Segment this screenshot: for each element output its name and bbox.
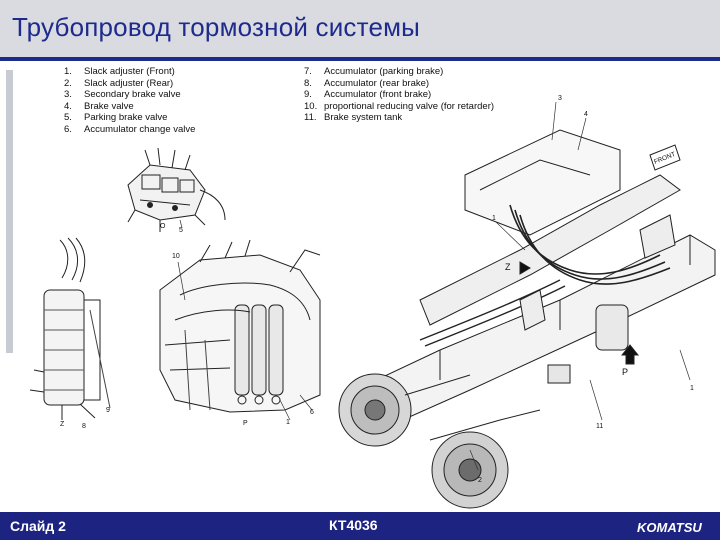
legend-label: Parking brake valve <box>84 112 168 124</box>
left-accent-bar <box>6 70 13 353</box>
legend-item: 3. Secondary brake valve <box>64 89 195 101</box>
legend-number: 3. <box>64 89 72 101</box>
legend-item: 9. Accumulator (front brake) <box>304 89 494 101</box>
title-divider <box>0 57 720 61</box>
callout-leaders <box>177 101 691 471</box>
callout-label: 8 <box>82 423 86 430</box>
course-code: КТ4036 <box>329 517 378 533</box>
legend-number: 6. <box>64 123 72 135</box>
legend-number: 1. <box>64 66 72 77</box>
callout-label: 1 <box>690 385 694 392</box>
callout-label: 5 <box>179 227 183 234</box>
legend-label: proportional reducing valve (for retarde… <box>324 100 495 112</box>
title-bar <box>0 0 720 60</box>
legend-label: Brake valve <box>84 100 134 112</box>
slide-number: Слайд 2 <box>10 518 66 534</box>
legend-label: Slack adjuster (Rear) <box>84 77 174 89</box>
legend-item: 8. Accumulator (rear brake) <box>304 78 494 90</box>
legend-item: 10. proportional reducing valve (for reta… <box>304 101 494 113</box>
legend-label: Slack adjuster (Front) <box>84 66 175 77</box>
legend-item: 6. Accumulator change valve <box>64 124 195 136</box>
callout-label: P <box>622 367 628 377</box>
callout-label: Z <box>60 421 65 428</box>
komatsu-logo-text: KOMATSU <box>637 520 702 535</box>
legend-number: 10. <box>304 100 318 112</box>
legend-label: Accumulator (front brake) <box>324 89 432 101</box>
legend-number: 8. <box>304 77 312 89</box>
callout-label: Z <box>505 262 511 272</box>
legend-number: 4. <box>64 100 72 112</box>
legend-label: Secondary brake valve <box>84 89 181 101</box>
valve-detail-drawing <box>127 147 226 232</box>
legend-item: 1. Slack adjuster (Front) <box>64 66 195 78</box>
callout-label: P <box>243 420 248 427</box>
legend-left: 1. Slack adjuster (Front) 2. Slack adjuste… <box>64 66 195 136</box>
legend-number: 5. <box>64 112 72 124</box>
callout-label: 9 <box>106 407 110 414</box>
footer-bar <box>0 512 720 540</box>
callout-label: O <box>160 223 166 230</box>
legend-label: Accumulator (parking brake) <box>324 66 444 77</box>
legend-number: 11. <box>304 112 317 124</box>
chassis-drawing <box>338 129 716 509</box>
legend-item: 4. Brake valve <box>64 101 195 113</box>
legend-item: 11. Brake system tank <box>304 112 494 124</box>
legend-right: 7. Accumulator (parking brake) 8. Accumula… <box>304 66 494 124</box>
legend-number: 9. <box>304 89 312 101</box>
callout-label: 4 <box>584 111 588 118</box>
legend-label: Accumulator (rear brake) <box>324 77 430 89</box>
page-title: Трубопровод тормозной системы <box>12 12 421 42</box>
callout-label: 10 <box>172 253 180 260</box>
legend-number: 7. <box>304 66 312 77</box>
callout-label: 2 <box>478 477 482 484</box>
callout-label: 11 <box>596 423 603 430</box>
accumulator-assembly-drawing <box>159 239 321 413</box>
accumulator-tank-drawing <box>29 237 111 420</box>
legend-item: 2. Slack adjuster (Rear) <box>64 78 195 90</box>
legend-label: Accumulator change valve <box>84 123 196 135</box>
legend-item: 5. Parking brake valve <box>64 112 195 124</box>
callout-label: 3 <box>558 95 562 102</box>
legend-item: 7. Accumulator (parking brake) <box>304 66 494 78</box>
callout-label: 1 <box>286 419 290 426</box>
komatsu-logo: KOMATSU <box>635 518 713 536</box>
legend-number: 2. <box>64 77 72 89</box>
callout-label: 6 <box>310 409 314 416</box>
legend-label: Brake system tank <box>324 112 403 124</box>
callout-label: 1 <box>492 215 496 222</box>
brake-piping-drawing: 5 O 10 Z 9 8 P 1 6 3 4 1 Z 2 11 P 1 FRON… <box>29 95 716 509</box>
